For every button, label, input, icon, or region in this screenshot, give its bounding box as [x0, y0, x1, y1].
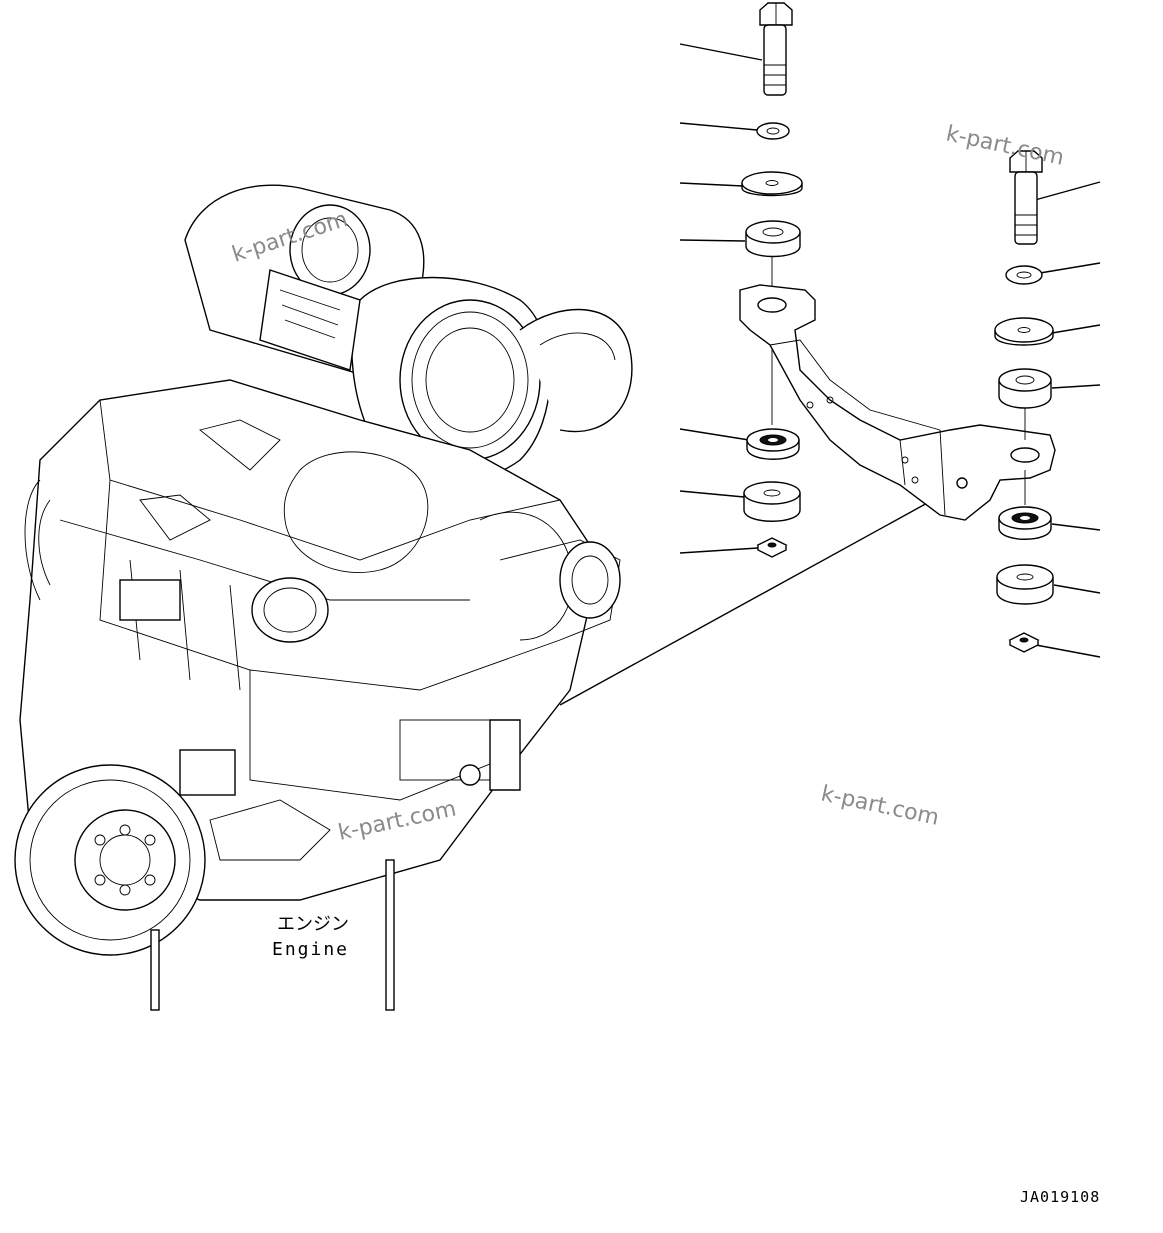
nut-left — [756, 537, 788, 558]
cushion-upper-left — [745, 220, 801, 258]
flywheel-housing — [14, 764, 206, 956]
engine-label-jp: エンジン — [277, 914, 349, 935]
cushion-bearing-right — [998, 506, 1052, 540]
engine-drawing — [14, 184, 633, 1011]
watermark: k-part.com — [819, 781, 941, 830]
watermark: k-part.com — [944, 121, 1066, 170]
washer-left — [756, 122, 790, 140]
bracket-to-engine-line — [559, 484, 961, 706]
right-parts-stack — [994, 150, 1101, 658]
engine-label-en: Engine — [272, 939, 349, 960]
engine-mount-legs — [150, 859, 395, 1011]
washer-right — [1005, 265, 1043, 285]
bolt-left — [759, 2, 793, 96]
cushion-lower-left — [743, 481, 801, 522]
plate-right — [994, 317, 1054, 346]
cushion-upper-right — [998, 368, 1052, 409]
nut-right — [1008, 632, 1040, 653]
drawing-number: JA019108 — [1020, 1188, 1100, 1206]
bolt-right — [1009, 150, 1043, 245]
engine-block — [19, 379, 621, 901]
cushion-lower-right — [996, 564, 1054, 605]
cushion-bearing-left — [746, 428, 800, 460]
mount-bracket — [739, 284, 1056, 521]
plate-left — [741, 171, 803, 197]
left-parts-stack — [679, 2, 803, 558]
